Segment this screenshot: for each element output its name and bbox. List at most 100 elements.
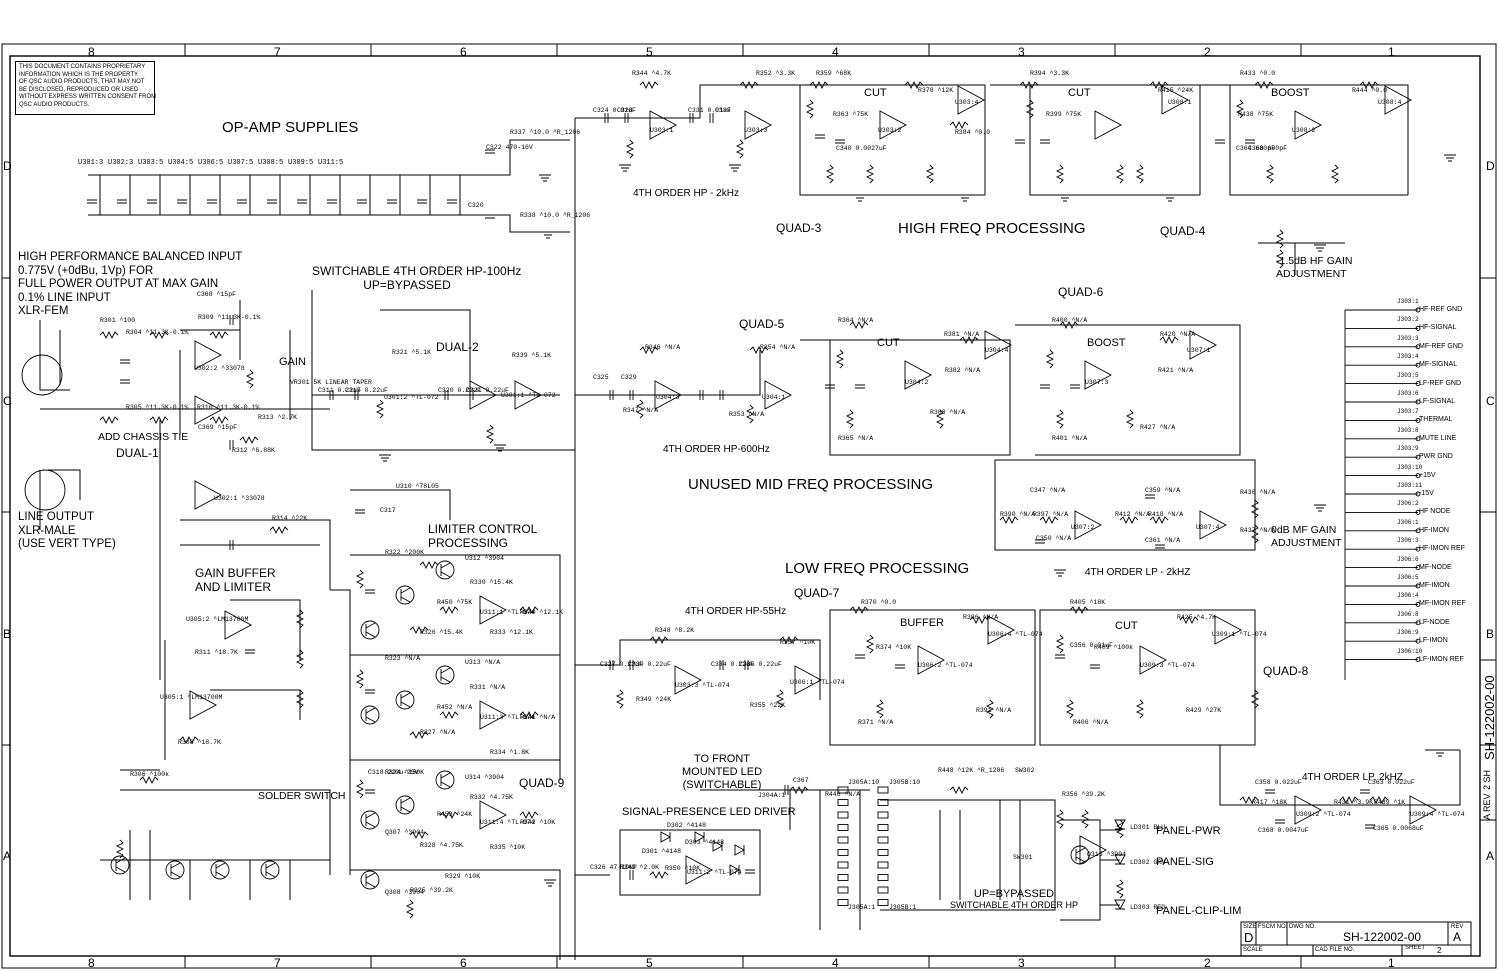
capacitor-symbol: [469, 390, 474, 400]
resistor-symbol: [1250, 689, 1260, 709]
transistor-leads: [400, 587, 411, 603]
resistor-symbol: [1055, 809, 1065, 829]
opamp-supply-label: U308:5: [258, 159, 284, 167]
component-label: R321 ^5.1K: [392, 349, 432, 356]
resistor-symbol: [1239, 795, 1259, 805]
component-label: C326 47-10NP: [590, 864, 637, 871]
diode-symbol: [712, 840, 723, 852]
component-label: U306:1 ^TL-074: [790, 679, 845, 686]
schematic-components: [21, 80, 1456, 919]
component-label: Q315 ^3904: [1087, 851, 1127, 858]
component-label: R301 ^100: [100, 317, 136, 324]
wire: [180, 519, 331, 590]
opamp-symbol: [674, 665, 702, 695]
panel-sig-label: PANEL-SIG: [1156, 856, 1214, 868]
connector-pin-box: [877, 849, 889, 856]
component-label: R359 ^68K: [816, 70, 852, 77]
component-label: SW301: [1013, 854, 1033, 861]
resistor-symbol: [375, 399, 385, 419]
wire: [1015, 324, 1241, 456]
resistor-symbol: [779, 635, 799, 645]
resistor-symbol: [245, 369, 255, 389]
resistor-symbol: [1115, 879, 1125, 899]
component-label: R334 ^1.8K: [490, 749, 530, 756]
opamp-symbol: [514, 380, 542, 410]
connector-pin-dot: [1415, 565, 1421, 571]
connector-pin-ref: J303:6: [1397, 390, 1419, 397]
transistor-symbol: [435, 770, 455, 790]
xlr-output-connector: [24, 469, 66, 511]
component-label: R391 ^N/A: [976, 707, 1012, 714]
connector-pin-ref: J303:2: [1397, 316, 1419, 324]
wire: [480, 139, 570, 176]
connector-pin-ref: J306:3: [1397, 537, 1419, 545]
schematic-wiring: [39, 84, 1461, 960]
resistor-symbol: [1149, 80, 1169, 90]
opamp-symbol: [1294, 795, 1322, 825]
opamp-symbol: [744, 110, 772, 140]
opamp-symbol: [764, 380, 792, 410]
transistor-symbol: [110, 855, 130, 875]
transistor-leads: [170, 862, 181, 878]
capacitor-symbol: [417, 199, 427, 204]
capacitor-symbol: [365, 589, 375, 594]
opamp-symbol: [1214, 615, 1242, 645]
grid-row-label: B: [3, 627, 12, 641]
transistor-symbol: [360, 870, 380, 890]
component-label: R384 ^0.0: [955, 129, 991, 136]
component-label: C365 0.0068uF: [1373, 825, 1424, 832]
ground-symbol: [1054, 569, 1066, 577]
transistor-leads: [440, 562, 451, 578]
capacitor-symbol: [447, 199, 457, 204]
resistor-symbol: [649, 635, 669, 645]
component-label: U307:3: [1085, 379, 1109, 386]
resistor-symbol: [139, 775, 159, 785]
component-label: U303:3 ^TL-074: [675, 682, 730, 689]
component-label: C364 680pF: [1236, 145, 1276, 152]
capacitor-symbol: [1035, 539, 1045, 544]
xlr-input-connector: [21, 354, 63, 396]
op-amp-supplies-title: OP-AMP SUPPLIES: [222, 119, 359, 136]
notice-line: INFORMATION WHICH IS THE PROPERTY: [19, 71, 139, 78]
component-label: R374 ^10K: [876, 644, 912, 651]
connector-pin-ref: J306:2: [1397, 500, 1419, 508]
capacitor-symbol: [744, 660, 749, 670]
resistor-symbol: [639, 80, 659, 90]
resistor-symbol: [439, 710, 459, 720]
component-label: U311:3 ^TL-074: [480, 714, 535, 721]
connector-pin-name: HF-SIGNAL: [1419, 324, 1457, 332]
capacitor-symbol: [629, 390, 634, 400]
wire: [1229, 85, 1408, 196]
grid-row-label: C: [1486, 394, 1495, 408]
component-label: C322 470-16V: [486, 144, 533, 151]
component-label: R310 ^11.3K-0.1%: [197, 404, 260, 411]
component-label: R308 ^18.7K: [178, 739, 221, 746]
resistor-symbol: [1059, 320, 1079, 330]
component-label: R433 ^0.0: [1240, 70, 1276, 77]
component-label: U311:4 ^TL-074: [480, 819, 535, 826]
opamp-supply-label: U301:3: [78, 159, 104, 167]
opamp-supply-label: U303:5: [138, 159, 164, 167]
resistor-symbol: [1065, 699, 1075, 719]
component-label: U308:2: [1292, 127, 1316, 134]
boost2-label: BOOST: [1087, 337, 1126, 349]
connector-pin-name: THERMAL: [1419, 416, 1453, 424]
connector-pin-name: MF-IMON: [1419, 582, 1450, 589]
opamp-symbol: [987, 615, 1015, 645]
connector-pin-box: [837, 861, 849, 869]
component-label: J305B:10: [889, 779, 921, 786]
component-label: C331 0.01uF: [688, 107, 731, 114]
diode-symbol: [694, 831, 705, 843]
resistor-symbol: [849, 605, 869, 615]
component-label: R450 ^75K: [437, 599, 473, 606]
component-label: U314 ^3904: [465, 774, 505, 781]
resistor-symbol: [269, 525, 289, 535]
connector-pin-dot: [1415, 399, 1421, 405]
component-label: R431 ^3.9K: [1334, 799, 1374, 806]
proprietary-notice-box: [15, 61, 155, 115]
connector-pin-ref: J303:9: [1397, 445, 1419, 453]
capacitor-symbol: [855, 384, 865, 389]
component-label: D301 ^4148: [642, 848, 682, 855]
